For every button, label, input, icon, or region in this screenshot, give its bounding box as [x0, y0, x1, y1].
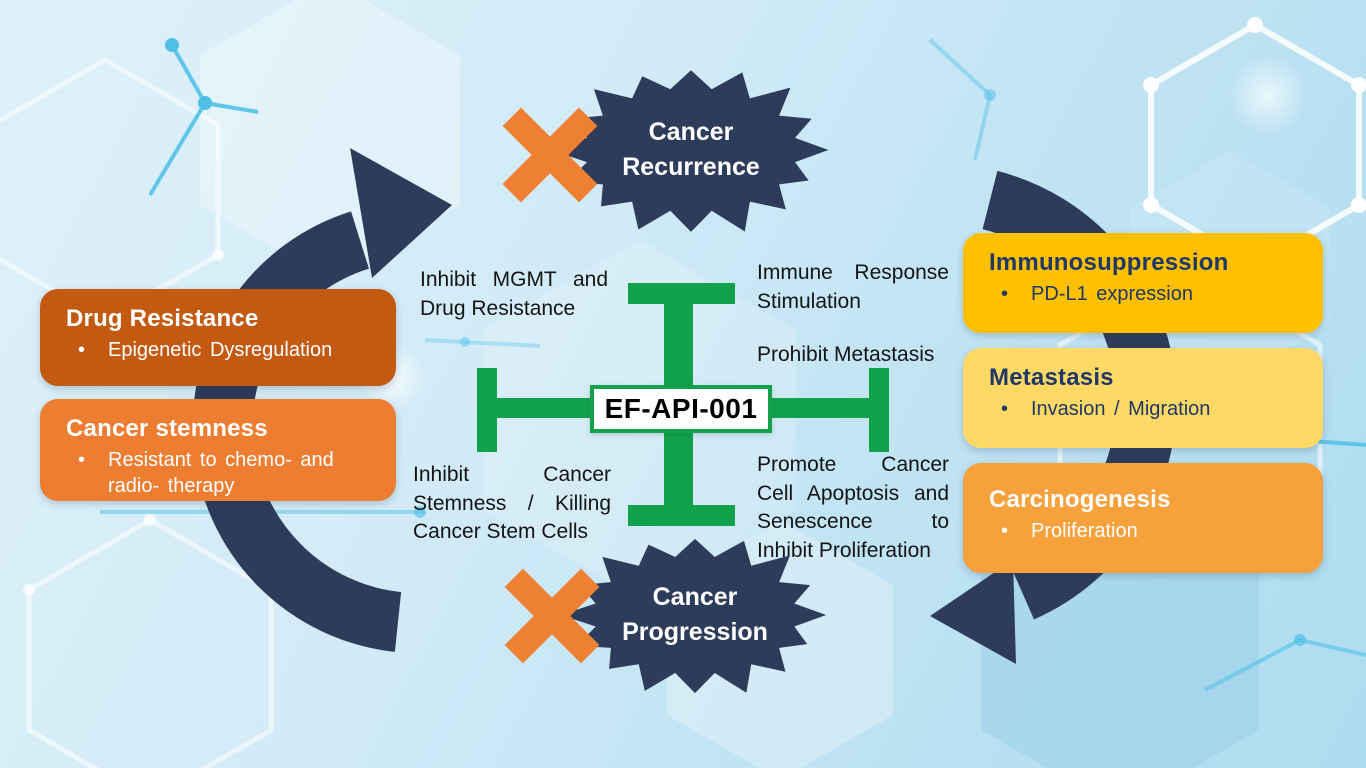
annotation-inhibit-mgmt: Inhibit MGMT and Drug Resistance: [420, 268, 608, 320]
inhibit-bar-right-cap: [869, 368, 889, 452]
box-title: Metastasis: [989, 364, 1114, 391]
metastasis-box: Metastasis • Invasion / Migration: [963, 348, 1323, 448]
inhibit-bar-top-cap: [628, 283, 735, 304]
compound-name: EF-API-001: [604, 393, 758, 424]
annotation-inhibit-stemness: Inhibit Cancer Stemness / Killing Cancer…: [413, 463, 611, 544]
inhibit-bar-left-cap: [477, 368, 497, 452]
hexagon-nodes: [1143, 17, 1366, 273]
cross-out-icon: [504, 568, 600, 664]
cross-out-icon: [502, 107, 598, 203]
cancer-progression-label: Cancer Progression: [622, 583, 768, 646]
box-title: Immunosuppression: [989, 249, 1229, 276]
box-bullet: • PD-L1 expression: [1001, 283, 1193, 305]
inhibit-bar-right-stem: [772, 398, 872, 418]
box-bullet: • Epigenetic Dysregulation: [78, 339, 333, 361]
inhibit-bar-top-stem: [664, 300, 693, 388]
box-bullet: • Invasion / Migration: [1001, 398, 1211, 420]
box-title: Cancer stemness: [66, 415, 268, 442]
box-title: Drug Resistance: [66, 305, 259, 332]
inhibit-bar-bottom-cap: [628, 505, 735, 526]
cancer-recurrence-burst: [551, 62, 831, 238]
annotation-prohibit-metastasis: Prohibit Metastasis: [757, 343, 935, 366]
inhibit-bar-left-stem: [494, 398, 592, 418]
annotation-immune-response: Immune Response Stimulation: [757, 261, 949, 313]
annotation-promote-apoptosis: Promote Cancer Cell Apoptosis and Senesc…: [757, 453, 949, 562]
cancer-stemness-box: Cancer stemness • Resistant to chemo- an…: [40, 399, 396, 501]
cancer-progression-burst: [555, 531, 835, 699]
inhibit-bar-bottom-stem: [664, 431, 693, 509]
box-bullet: • Resistant to chemo- and radio- therapy: [78, 449, 334, 497]
compound-label-box: EF-API-001: [590, 385, 772, 433]
carcinogenesis-box: Carcinogenesis • Proliferation: [963, 463, 1323, 573]
immunosuppression-box: Immunosuppression • PD-L1 expression: [963, 233, 1323, 333]
box-bullet: • Proliferation: [1001, 520, 1138, 542]
drug-resistance-box: Drug Resistance • Epigenetic Dysregulati…: [40, 289, 396, 386]
cancer-recurrence-label: Cancer Recurrence: [622, 118, 760, 181]
box-title: Carcinogenesis: [989, 486, 1171, 513]
